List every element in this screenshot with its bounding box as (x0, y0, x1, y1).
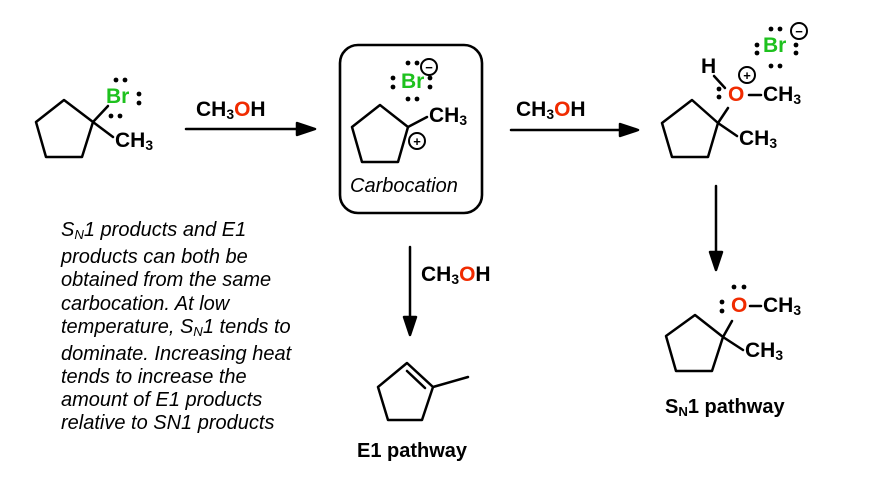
methyl-label: CH3 (763, 294, 802, 319)
e1-pathway-caption: E1 pathway (357, 440, 468, 462)
methyl-label: CH3 (739, 127, 778, 152)
start-br-lone-pairs (108, 77, 142, 119)
bromide-box-lone-pairs (390, 60, 433, 102)
carbocation-skeleton (350, 103, 429, 164)
plus-charge-icon: + (738, 66, 756, 84)
reaction-arrow-1 (184, 121, 317, 137)
bromine-label: Br (106, 85, 130, 108)
carbocation-caption: Carbocation (350, 175, 458, 197)
start-molecule-skeleton (34, 98, 115, 159)
plus-sign: + (413, 133, 421, 149)
arrow-to-e1-product (402, 245, 418, 337)
bromide-label: Br (763, 34, 787, 57)
minus-sign: − (425, 59, 433, 75)
plus-sign: + (743, 67, 751, 83)
methyl-bond (431, 375, 470, 389)
methanol-reagent-label: CH3OH (196, 98, 266, 123)
note-line: amount of E1 products (61, 389, 263, 412)
bromide-label: Br (401, 70, 425, 93)
h-o-bond (712, 74, 727, 90)
sn1-product-skeleton (664, 304, 763, 373)
minus-sign: − (795, 23, 803, 39)
double-bond-inner-line (405, 369, 427, 390)
c-ch3-bond (721, 335, 745, 352)
explanatory-note: SN1 products and E1 products can both be… (61, 219, 341, 436)
carbocation-box (338, 43, 484, 215)
c-o-bond (721, 319, 734, 339)
plus-charge-icon: + (408, 132, 426, 150)
methanol-reagent-label: CH3OH (421, 263, 491, 288)
bromide-right-lone-pairs (754, 26, 799, 69)
sn1-product-o-lone-pairs (719, 284, 747, 314)
methyl-label: CH3 (763, 83, 802, 108)
methanol-reagent-label: CH3OH (516, 98, 586, 123)
arrow-to-sn1-product (708, 184, 724, 272)
c-ch3-bond (406, 115, 429, 129)
e1-product-skeleton (376, 361, 470, 422)
methyl-label: CH3 (429, 104, 468, 129)
oxocarbenium-o-lone-pair (716, 86, 722, 100)
note-line: dominate. Increasing heat (61, 342, 292, 365)
oxygen-label: O (728, 83, 745, 106)
c-o-bond (716, 106, 730, 125)
note-line: products can both be (61, 246, 248, 269)
c-br-bond (91, 104, 110, 124)
minus-charge-icon: − (420, 58, 438, 76)
methyl-label: CH3 (115, 129, 154, 154)
note-line: temperature, SN1 tends to (61, 315, 291, 339)
note-line: obtained from the same (61, 269, 272, 292)
c-ch3-bond (716, 121, 739, 138)
minus-charge-icon: − (790, 22, 808, 40)
note-line: SN1 products and E1 (61, 219, 247, 242)
oxygen-label: O (731, 294, 748, 317)
note-line: carbocation. At low (61, 292, 230, 315)
c-ch3-bond (91, 120, 115, 139)
oxocarbenium-skeleton (660, 74, 763, 159)
proton-label: H (701, 55, 717, 78)
note-line: tends to increase the (61, 366, 247, 388)
note-line: relative to SN1 products (61, 412, 275, 435)
sn1-pathway-caption: SN1 pathway (665, 396, 785, 419)
reaction-arrow-2 (509, 122, 640, 138)
methyl-label: CH3 (745, 339, 784, 364)
